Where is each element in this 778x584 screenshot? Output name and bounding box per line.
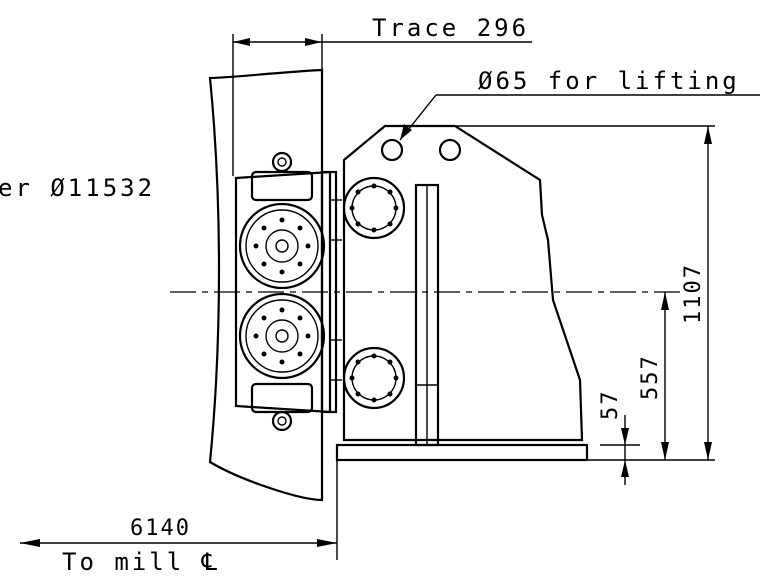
bearing-housing <box>335 124 589 462</box>
trace-dimension <box>232 34 532 176</box>
mill-distance-dimension <box>20 460 338 560</box>
upper-wheel <box>238 202 326 290</box>
height-57: 57 <box>598 390 623 421</box>
roller-shell <box>208 68 324 502</box>
lower-wheel <box>238 292 326 380</box>
lifting-eye-bottom <box>271 410 293 432</box>
lifting-hole-1 <box>380 138 404 162</box>
roller-carriage <box>234 151 342 432</box>
lifting-hole-2 <box>438 138 462 162</box>
lifting-eye-top <box>271 151 293 173</box>
mill-centerline-label: To mill ℄ <box>62 548 220 576</box>
mill-distance-value: 6140 <box>130 516 191 541</box>
height-dimensions <box>455 125 715 485</box>
housing-bolt-bottom <box>342 346 406 410</box>
roller-diameter-label: er Ø11532 <box>0 174 155 202</box>
trace-label: Trace 296 <box>372 14 529 42</box>
height-1107: 1107 <box>681 263 706 324</box>
height-557: 557 <box>638 354 663 400</box>
lifting-leader <box>399 94 760 141</box>
lifting-label: Ø65 for lifting <box>478 67 740 95</box>
housing-bolt-top <box>342 176 406 240</box>
